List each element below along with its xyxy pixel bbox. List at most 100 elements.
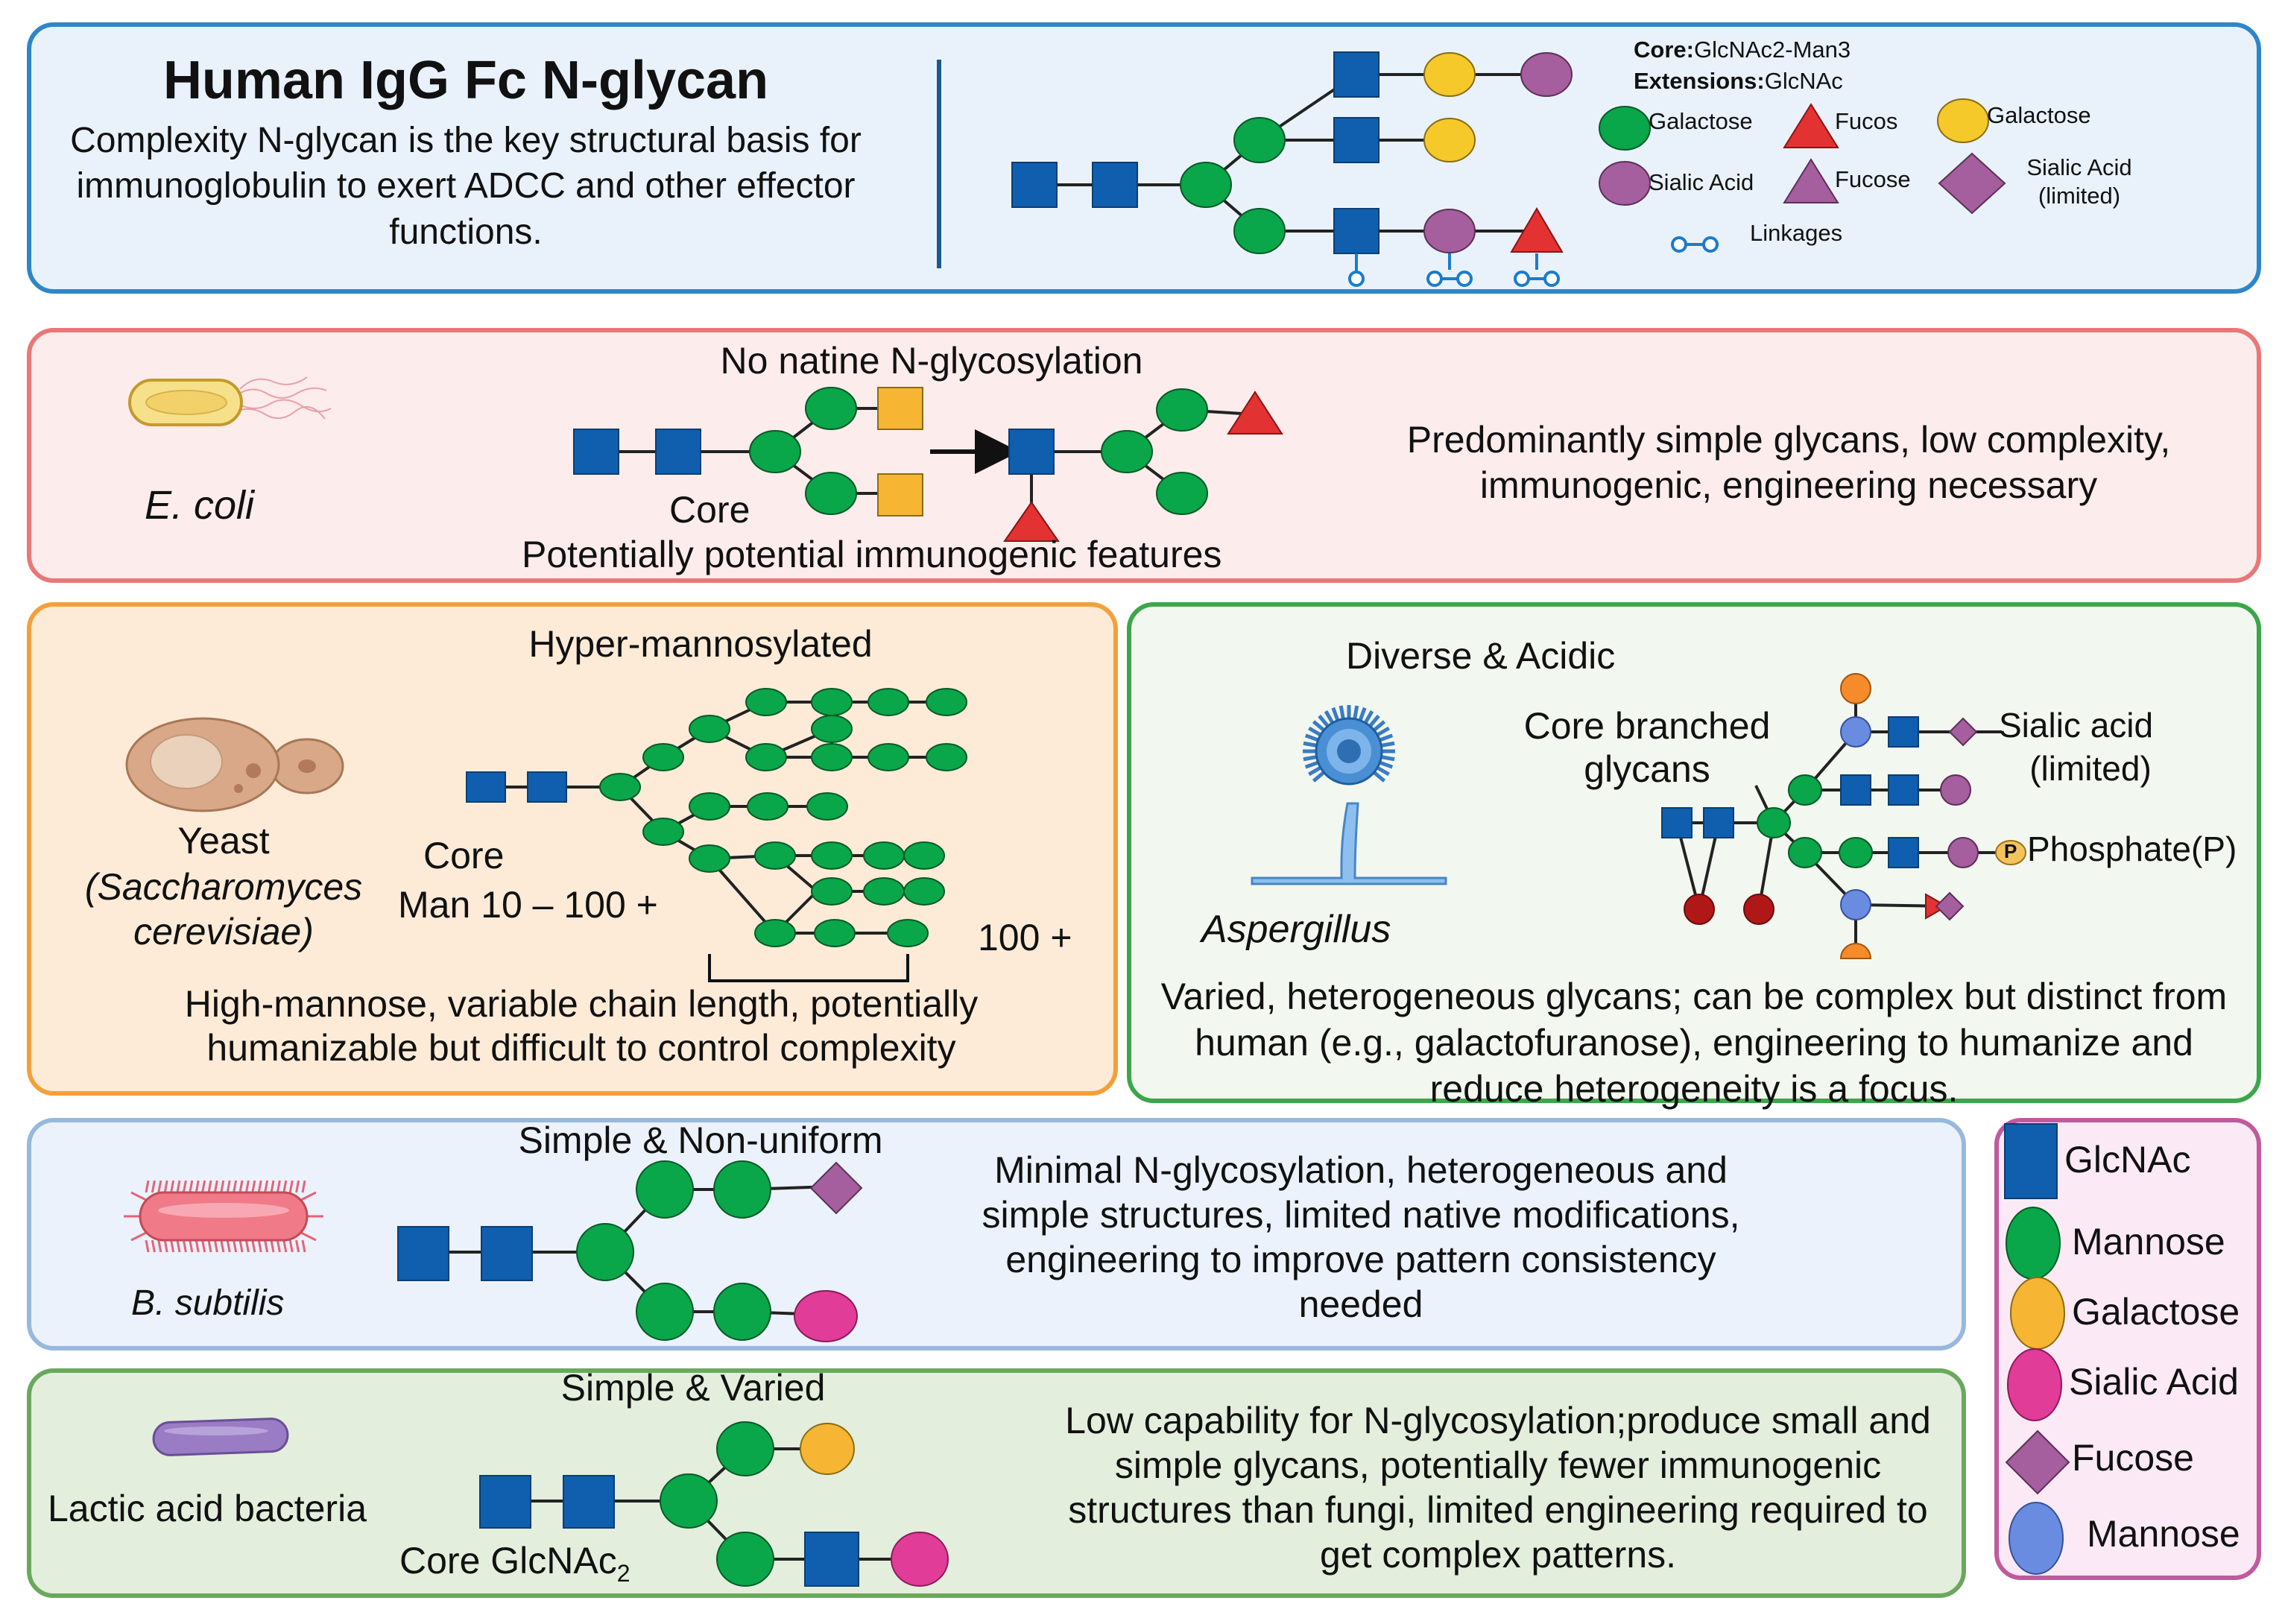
cilium — [170, 1180, 175, 1193]
cilium — [233, 1180, 238, 1193]
spore-spike — [1380, 755, 1395, 762]
sialic-acid-circle — [1423, 209, 1476, 253]
cilium — [301, 1239, 306, 1253]
glcnac-square — [1888, 716, 1919, 748]
mannose-circle — [863, 877, 905, 906]
bsubtilis-panel — [27, 1118, 1966, 1350]
cilium — [207, 1180, 212, 1193]
mannose-circle — [1156, 388, 1208, 432]
mannose-circle — [1788, 837, 1822, 868]
yeast-organism-line3: cerevisiae) — [133, 911, 314, 952]
cilium — [220, 1239, 225, 1253]
mannose-circle — [814, 919, 856, 947]
mannose-circle — [716, 1421, 774, 1476]
cilium — [189, 1239, 194, 1253]
mannose-circle — [811, 743, 853, 771]
spore-spike — [1308, 726, 1322, 737]
spore-spike — [1324, 710, 1335, 724]
glcnac-square — [563, 1475, 615, 1529]
glcnac-square — [466, 771, 506, 803]
mannose-circle — [745, 743, 787, 771]
spore-spike — [1312, 771, 1325, 783]
glcnac-square — [1008, 429, 1055, 475]
mannose-circle — [1757, 807, 1791, 838]
lab-core-sub: 2 — [616, 1560, 630, 1587]
lab-description: Low capability for N-glycosylation;produ… — [1065, 1400, 1931, 1576]
mannose-circle — [716, 1532, 774, 1587]
glcnac-square — [1661, 807, 1693, 838]
legend-galactose-green-label: Galactose — [1649, 108, 1753, 134]
cilium — [176, 1239, 181, 1253]
cilium — [295, 1180, 300, 1193]
cilium — [151, 1180, 156, 1193]
galactose-square — [877, 473, 923, 516]
cilium — [213, 1180, 218, 1193]
cilium — [233, 1239, 238, 1253]
aspergillus-panel — [1127, 602, 2261, 1103]
cilium — [238, 1239, 244, 1253]
cilium — [226, 1239, 231, 1253]
spore-spike — [1304, 733, 1319, 742]
galactose-green-icon — [1599, 106, 1651, 151]
aspergillus-phosphate-label: Phosphate(P) — [2027, 830, 2237, 868]
legend-item-sialic-acid: Sialic Acid — [2069, 1361, 2239, 1403]
phosphate-badge — [1995, 840, 2026, 865]
mannose-circle — [903, 841, 945, 870]
cilium — [264, 1239, 269, 1253]
cilium — [201, 1180, 206, 1193]
legend-fucose-label: Fucose — [1835, 166, 1911, 192]
spore-spike — [1363, 710, 1374, 724]
mannose-circle — [926, 743, 967, 771]
glcnac-square — [573, 429, 619, 475]
human-title: Human IgG Fc N-glycan — [162, 51, 769, 110]
mannose-circle — [867, 688, 909, 716]
yeast-man-range: Man 10 – 100 + — [398, 884, 658, 926]
yeast-heading: Hyper-mannosylated — [528, 623, 873, 665]
fucose-triangle — [1003, 501, 1060, 542]
mannose-circle — [1839, 837, 1873, 868]
extensions-label: Extensions: — [1634, 68, 1765, 94]
mannose-circle — [754, 919, 796, 947]
sialic-acid-limited-diamond-icon — [1938, 152, 2006, 215]
legend-linkages-label: Linkages — [1750, 220, 1843, 246]
sialic-acid-icon — [1599, 161, 1651, 206]
spore-spike — [1312, 720, 1325, 732]
aspergillus-core-label-2: glycans — [1584, 748, 1710, 790]
glcnac-square — [397, 1226, 449, 1281]
mannose-legend-icon — [2006, 1207, 2061, 1280]
aspergillus-icon — [1251, 705, 1447, 885]
legend-sialic-limited-label-1: Sialic Acid — [2026, 154, 2132, 180]
mannose-circle — [1156, 472, 1208, 515]
spore-spike — [1379, 760, 1394, 769]
ecoli-bacterium-icon — [128, 376, 332, 426]
lab-heading: Simple & Varied — [560, 1367, 826, 1409]
phosphate-badge-text: P — [2004, 840, 2017, 862]
mannose-circle — [811, 688, 853, 716]
lab-panel — [27, 1368, 1966, 1598]
cilium — [201, 1239, 206, 1253]
cilium — [182, 1239, 187, 1253]
glcnac-square — [1333, 117, 1379, 163]
human-igg-panel — [27, 22, 2261, 294]
legend-galactose-yellow-label: Galactose — [1987, 102, 2091, 128]
glcnac-square — [527, 771, 567, 803]
aspergillus-description: Varied, heterogeneous glycans; can be co… — [1160, 976, 2228, 1110]
sialic-circle — [1940, 774, 1971, 806]
cilium — [244, 1180, 250, 1193]
galactose-circle — [800, 1423, 855, 1475]
mannose-circle — [811, 841, 853, 870]
mannose-circle — [811, 877, 853, 906]
bsubtilis-heading: Simple & Non-uniform — [518, 1119, 883, 1161]
mannose-circle — [642, 743, 684, 771]
mannose-circle — [713, 1283, 771, 1341]
cilium — [163, 1180, 168, 1193]
cilium — [213, 1239, 218, 1253]
spore-spike — [1308, 765, 1322, 777]
mannose-circle — [903, 877, 945, 906]
mannose-circle — [926, 688, 967, 716]
human-description: Complexity N-glycan is the key structura… — [70, 121, 862, 252]
glcnac-square — [1703, 807, 1734, 838]
cilium — [251, 1239, 256, 1253]
mannose-circle — [689, 715, 730, 743]
glcnac-square — [481, 1226, 533, 1281]
